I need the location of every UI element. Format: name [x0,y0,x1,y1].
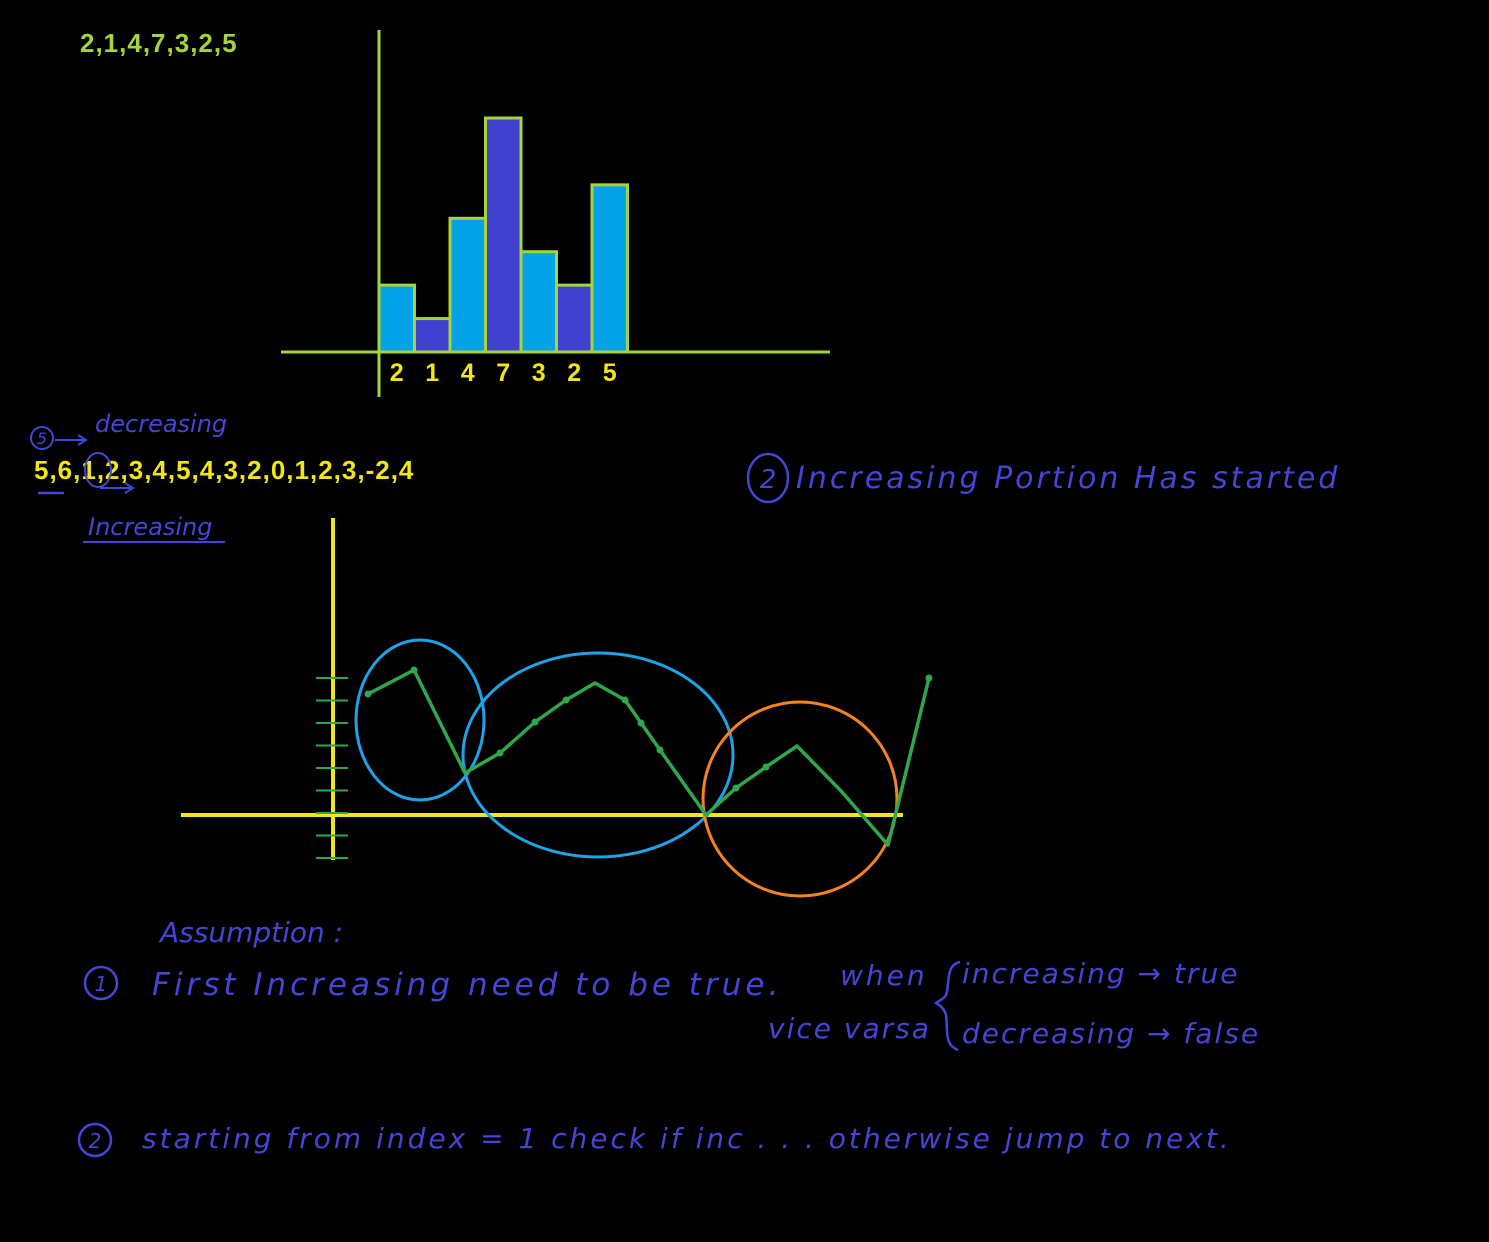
bar-0 [377,283,416,354]
bar-label-5: 2 [567,359,581,387]
item-2-badge: 2 [77,1122,113,1158]
sequence-point [562,696,570,704]
curly-brace-icon [933,960,961,1052]
circle-5-number: 5 [37,429,47,448]
sequence-point [531,718,539,726]
note-2-badge: 2 [746,452,790,504]
bar-5 [555,283,594,354]
circle-5-annotation: 5 [30,426,88,450]
item-1-text: First Increasing need to be true. [152,967,782,1003]
decreasing-label: decreasing [95,410,227,438]
note-2-number: 2 [760,465,777,495]
arrow-icon [55,434,88,446]
sequence-point [364,690,372,698]
bar-label-6: 5 [603,359,617,387]
increasing-label: Increasing [88,513,212,541]
sequence-point [732,784,740,792]
item-1-number: 1 [95,972,108,996]
item-1-badge: 1 [83,965,119,1001]
when-label: when [840,959,928,992]
increase-region-circle-3 [701,700,899,898]
bar-4 [519,250,558,354]
arrow-icon [100,482,135,494]
bar-3 [484,116,523,354]
bar-label-3: 7 [496,359,510,387]
bar-label-2: 4 [461,359,475,387]
sequence-point [621,696,629,704]
bar-1 [413,317,452,354]
note-2-text: Increasing Portion Has started [796,461,1340,496]
bar-label-4: 3 [532,359,546,387]
bar-label-0: 2 [390,359,404,387]
increase-region-circle-2 [461,651,735,859]
top-sequence: 2,1,4,7,3,2,5 [80,28,238,58]
sequence-point [637,719,645,727]
line-graph [181,518,933,898]
circle-on-one [84,452,112,488]
assumption-title: Assumption : [158,916,343,949]
decreasing-false: decreasing → false [962,1017,1260,1050]
item-2-number: 2 [89,1129,102,1153]
sequence-point [762,763,770,771]
bar-2 [448,216,487,354]
bar-6 [590,183,629,354]
sequence-point [410,666,418,674]
item-2-text: starting from index = 1 check if inc . .… [142,1122,1232,1155]
increasing-true: increasing → true [962,957,1239,990]
sequence-point [925,674,933,682]
bar-label-1: 1 [425,359,439,387]
sequence-point [496,749,504,757]
middle-sequence: 5,6,1,2,3,4,5,4,3,2,0,1,2,3,-2,4 [34,455,414,485]
vice-versa-label: vice varsa [768,1012,931,1045]
increase-region-circle-1 [354,638,486,802]
sequence-line [367,668,931,847]
sequence-point [656,746,664,754]
y-axis-ticks [316,677,348,859]
